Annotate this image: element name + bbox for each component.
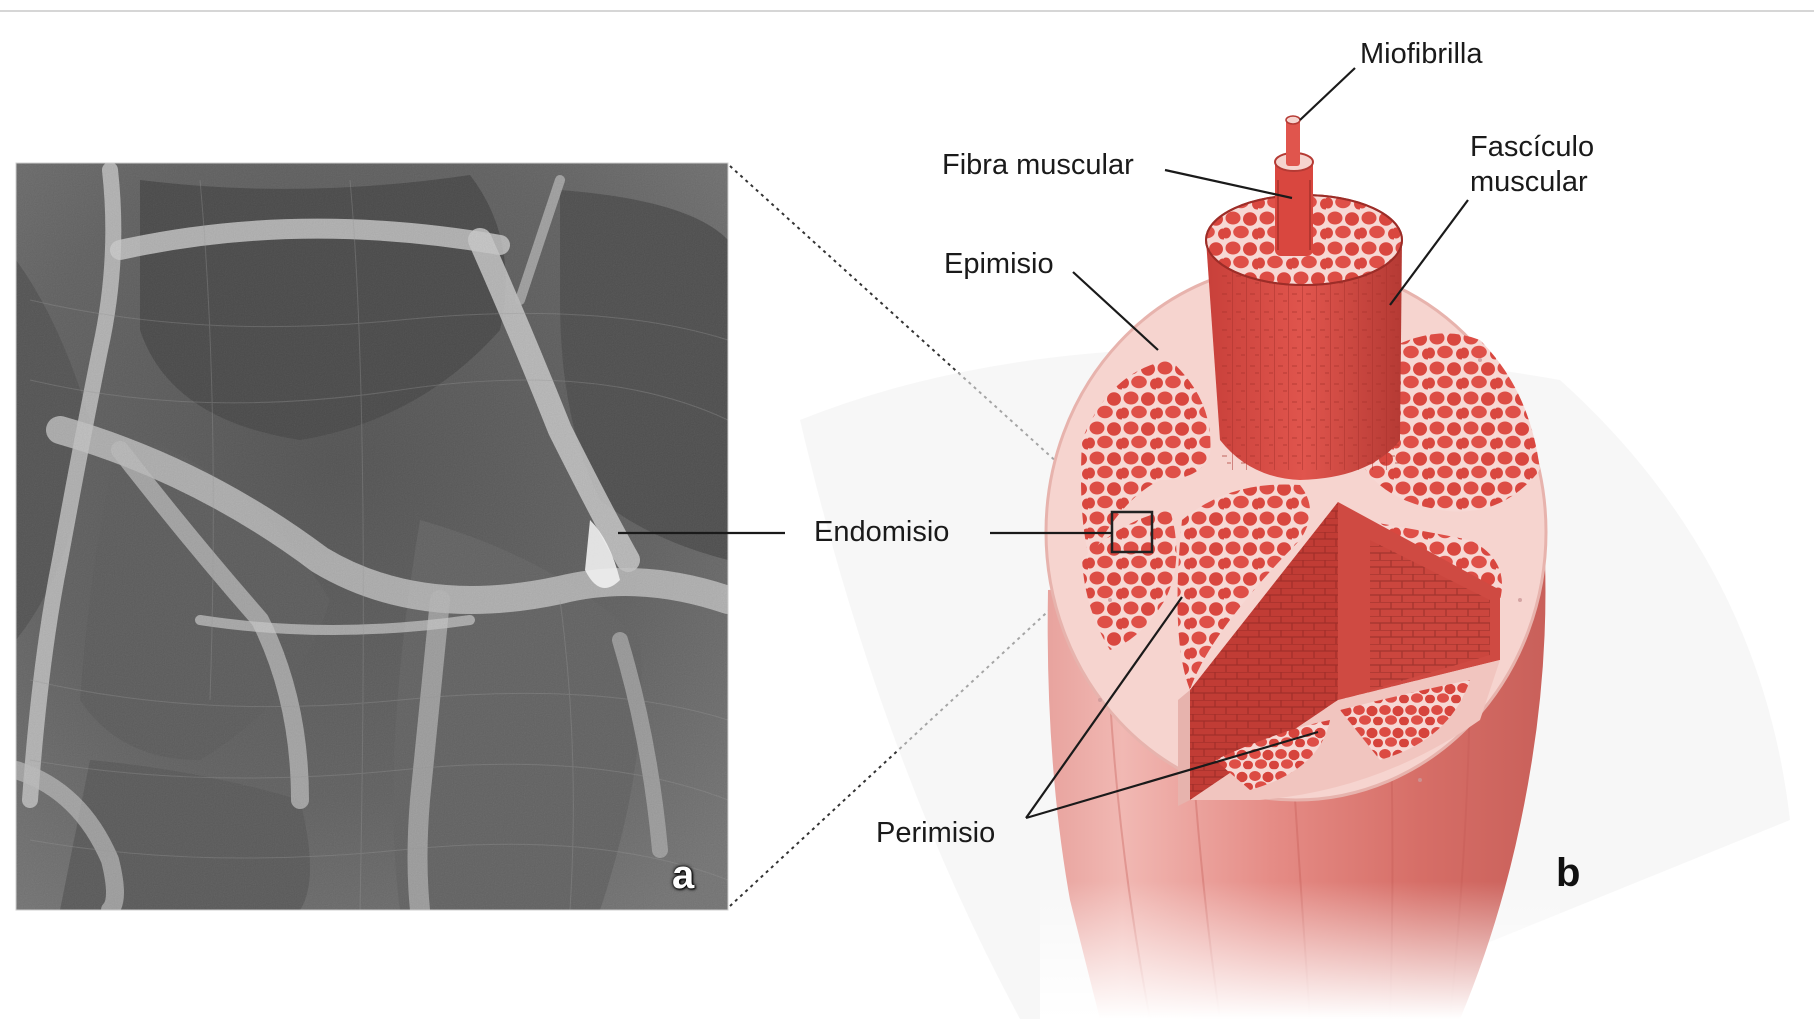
muscle-fiber [1275,153,1313,256]
label-fibra-muscular: Fibra muscular [942,148,1134,182]
label-endomisio: Endomisio [814,515,949,549]
label-perimisio: Perimisio [876,816,995,850]
panel-label-a: a [672,855,694,895]
label-epimisio: Epimisio [944,247,1054,281]
sem-micrograph [16,163,728,910]
label-fasciculo-line2: muscular [1470,165,1588,199]
label-fasciculo-line1: Fascículo [1470,130,1594,164]
label-miofibrilla: Miofibrilla [1360,37,1482,71]
myofibril [1286,116,1300,166]
panel-label-b: b [1556,853,1580,893]
